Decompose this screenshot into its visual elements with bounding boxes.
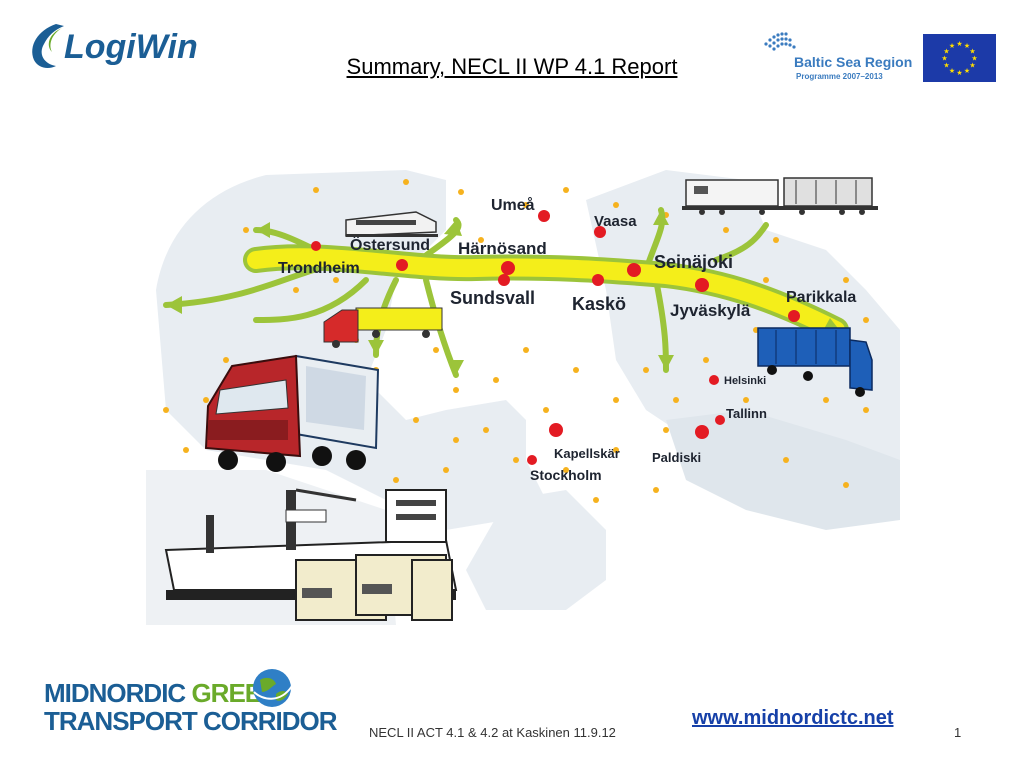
delivery-vans-icon (295, 554, 453, 621)
city-harnosand: Härnösand (458, 239, 547, 258)
city-vaasa: Vaasa (594, 213, 637, 230)
svg-text:★: ★ (969, 48, 975, 56)
baltic-waves-icon (764, 32, 796, 51)
city-markers (311, 210, 800, 465)
city-kasko: Kaskö (572, 294, 626, 314)
corridor-main (247, 248, 845, 339)
midnordic-logo: MIDNORDIC GREEN TRANSPORT CORRIDOR (44, 666, 338, 742)
bsr-subtitle: Programme 2007–2013 (796, 72, 883, 81)
svg-text:★: ★ (964, 67, 970, 75)
city-kapellskar: Kapellskär (554, 446, 620, 461)
city-sundsvall: Sundsvall (450, 288, 535, 308)
transport-corridor-map: Umeå Vaasa Östersund Härnösand Seinäjoki… (146, 170, 900, 625)
small-truck-icon (323, 307, 443, 348)
website-link[interactable]: www.midnordictc.net (692, 707, 894, 729)
city-stockholm: Stockholm (530, 467, 602, 483)
city-umea: Umeå (491, 196, 535, 214)
globe-icon (253, 669, 293, 707)
svg-text:★: ★ (971, 55, 977, 63)
svg-text:★: ★ (949, 67, 955, 75)
freight-train-icon (682, 177, 878, 215)
logiwin-swoosh-icon: LogiWin (32, 24, 198, 68)
page-title: Summary, NECL II WP 4.1 Report (346, 54, 678, 79)
bsr-title: Baltic Sea Region (794, 54, 913, 70)
city-helsinki: Helsinki (724, 375, 766, 387)
svg-text:★: ★ (941, 55, 947, 63)
baltic-sea-region-logo: Baltic Sea Region Programme 2007–2013 (760, 24, 920, 86)
city-paldiski: Paldiski (652, 450, 701, 465)
page-number: 1 (954, 725, 962, 740)
footer-event-text: NECL II ACT 4.1 & 4.2 at Kaskinen 11.9.1… (369, 725, 616, 740)
logo-midnordic-text: MIDNORDIC (44, 678, 192, 708)
svg-text:★: ★ (964, 42, 970, 50)
logo-transport-corridor-text: TRANSPORT CORRIDOR (44, 706, 338, 736)
logiwin-wordmark: LogiWin (64, 28, 198, 66)
city-ostersund: Östersund (350, 235, 430, 254)
passenger-train-icon (345, 211, 438, 237)
svg-text:★: ★ (969, 62, 975, 70)
svg-text:★: ★ (956, 40, 962, 48)
large-truck-icon (204, 354, 380, 472)
svg-text:★: ★ (956, 69, 962, 77)
svg-text:★: ★ (943, 62, 949, 70)
svg-text:★: ★ (949, 42, 955, 50)
city-seinajoki: Seinäjoki (654, 252, 733, 272)
eu-flag-icon: ★★★ ★★★ ★★★ ★★★ (923, 34, 996, 82)
city-jyvaskyla: Jyväskylä (670, 301, 751, 320)
blue-truck-icon (757, 327, 873, 397)
logiwin-logo: LogiWin (26, 18, 236, 74)
city-tallinn: Tallinn (726, 406, 767, 421)
city-parikkala: Parikkala (786, 289, 856, 306)
svg-text:★: ★ (943, 48, 949, 56)
city-trondheim: Trondheim (278, 260, 360, 277)
